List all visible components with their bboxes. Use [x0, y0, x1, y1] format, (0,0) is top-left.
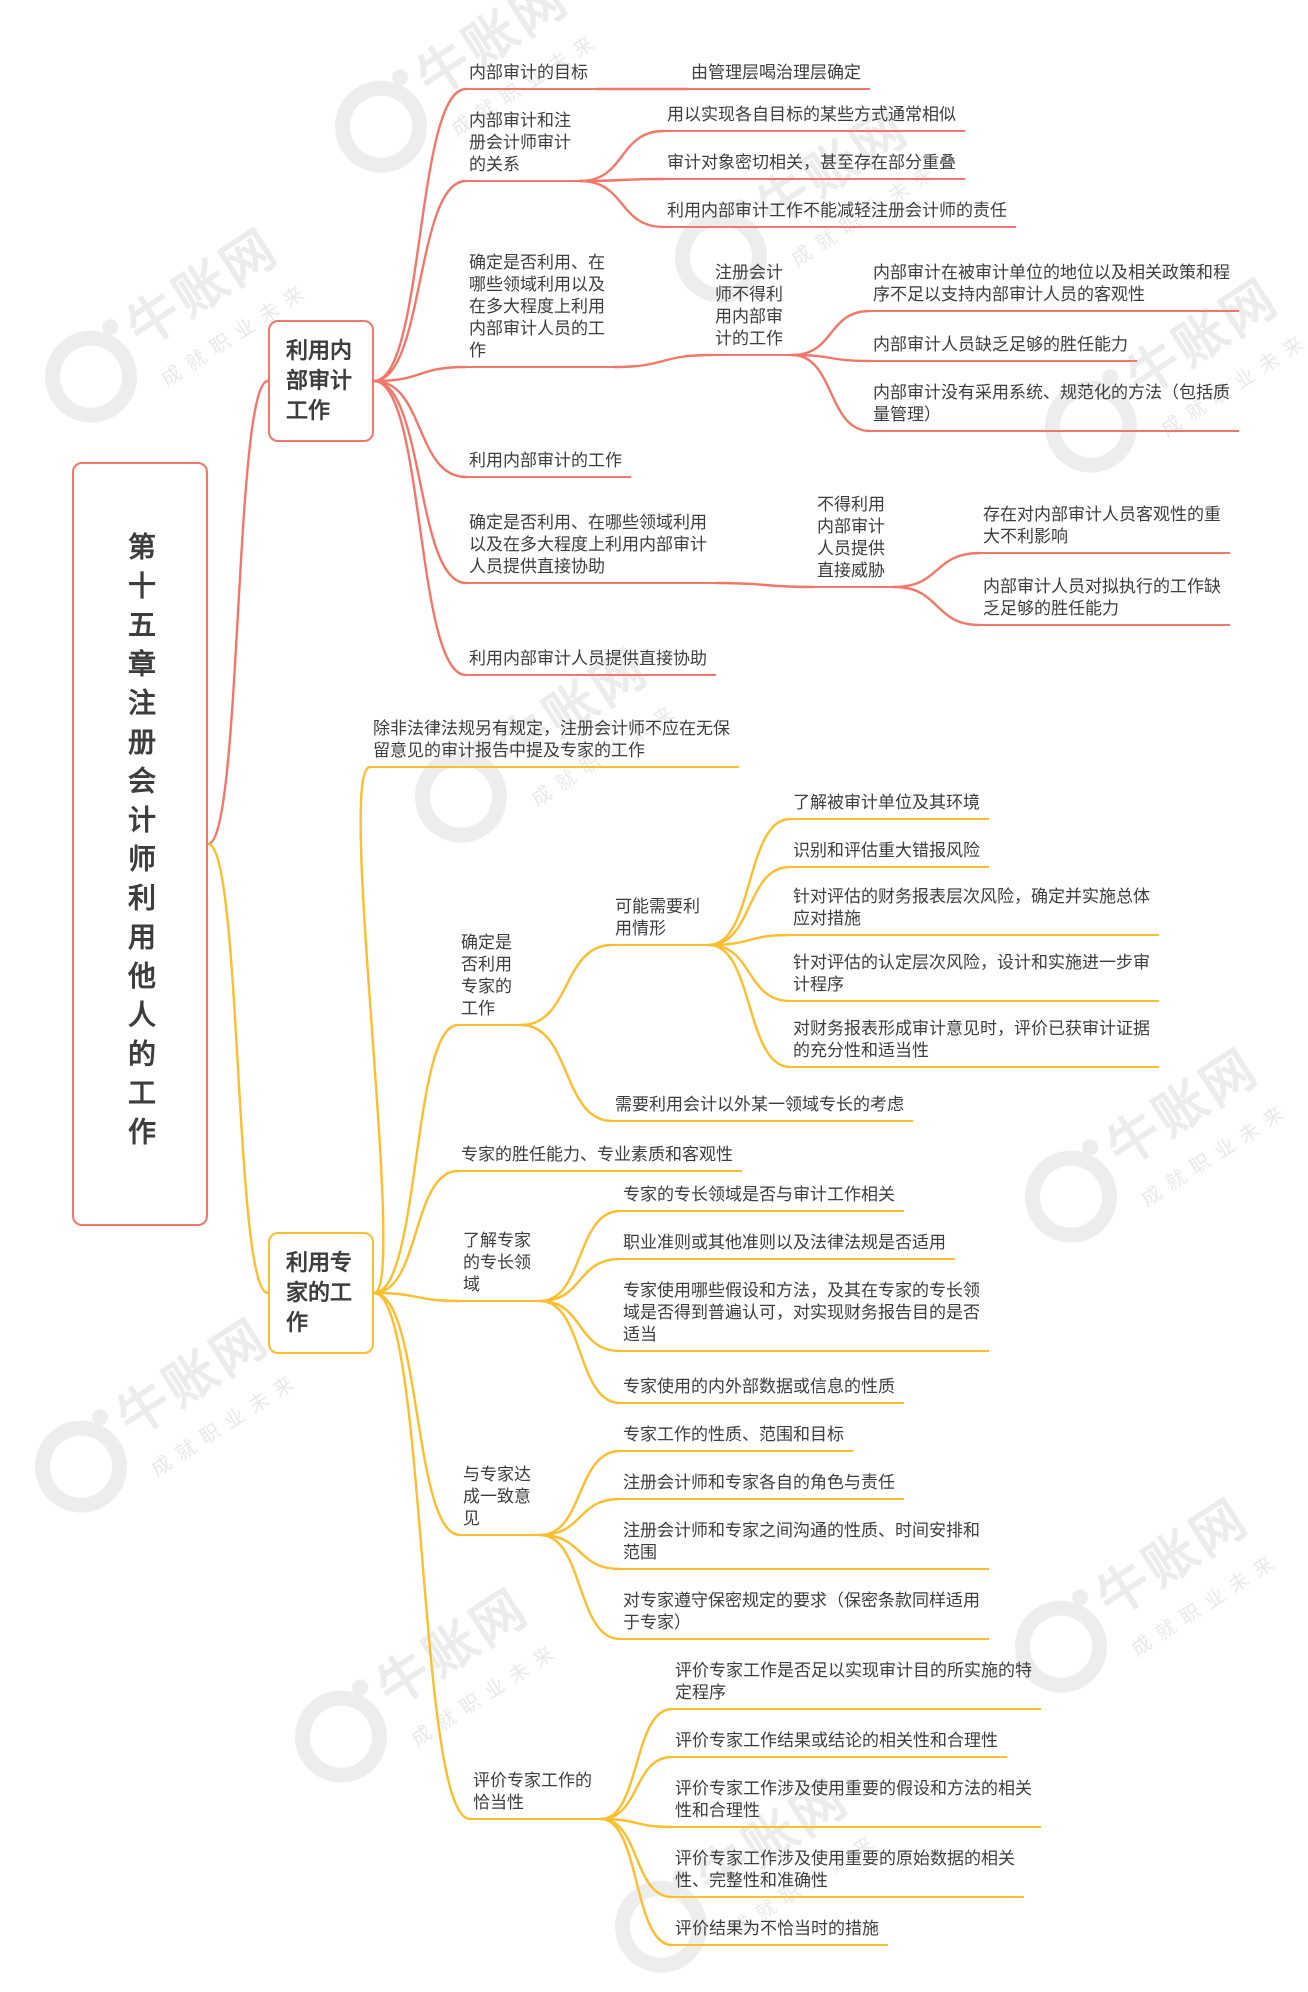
- node-expert-maybe-need[interactable]: 可能需要利用情形: [612, 896, 709, 946]
- node-internal-cannot-assist-item[interactable]: 内部审计人员对拟执行的工作缺乏足够的胜任能力: [980, 576, 1230, 626]
- node-expert-agreement-item[interactable]: 注册会计师和专家各自的角色与责任: [620, 1472, 904, 1500]
- node-expert-maybe-need-item[interactable]: 了解被审计单位及其环境: [790, 792, 989, 820]
- node-expert-maybe-need-item[interactable]: 对财务报表形成审计意见时，评价已获审计证据的充分性和适当性: [790, 1018, 1159, 1068]
- node-internal-determine-assist[interactable]: 确定是否利用、在哪些领域利用以及在多大程度上利用内部审计人员提供直接协助: [466, 512, 716, 584]
- node-internal-cannot-assist-item[interactable]: 存在对内部审计人员客观性的重大不利影响: [980, 504, 1230, 554]
- root-title: 第十五章注册会计师利用他人的工作: [125, 532, 156, 1156]
- node-expert-field-item[interactable]: 职业准则或其他准则以及法律法规是否适用: [620, 1232, 955, 1260]
- node-expert-evaluate-item[interactable]: 评价专家工作涉及使用重要的假设和方法的相关性和合理性: [672, 1778, 1041, 1828]
- node-expert-maybe-need-item[interactable]: 识别和评估重大错报风险: [790, 840, 989, 868]
- node-internal-use-work[interactable]: 利用内部审计的工作: [466, 450, 631, 478]
- node-expert-evaluate-item[interactable]: 评价专家工作是否足以实现审计目的所实施的特定程序: [672, 1660, 1041, 1710]
- node-expert-agreement-item[interactable]: 专家工作的性质、范围和目标: [620, 1424, 853, 1452]
- node-internal-box[interactable]: 利用内部审计工作: [268, 320, 374, 442]
- node-internal-cannot-use-item[interactable]: 内部审计在被审计单位的地位以及相关政策和程序不足以支持内部审计人员的客观性: [870, 262, 1239, 312]
- node-internal-cannot-use-item[interactable]: 内部审计人员缺乏足够的胜任能力: [870, 334, 1137, 362]
- node-expert-competence[interactable]: 专家的胜任能力、专业素质和客观性: [458, 1144, 742, 1172]
- node-expert-box[interactable]: 利用专家的工作: [268, 1232, 374, 1354]
- node-internal-cannot-use[interactable]: 注册会计师不得利用内部审计的工作: [712, 262, 792, 356]
- node-internal-cannot-use-item[interactable]: 内部审计没有采用系统、规范化的方法（包括质量管理）: [870, 382, 1239, 432]
- node-expert-field-item[interactable]: 专家使用的内外部数据或信息的性质: [620, 1376, 904, 1404]
- node-internal-relationship-item[interactable]: 利用内部审计工作不能减轻注册会计师的责任: [664, 200, 1016, 228]
- node-internal-relationship[interactable]: 内部审计和注册会计师审计的关系: [466, 110, 580, 182]
- node-expert-field-item[interactable]: 专家的专长领域是否与审计工作相关: [620, 1184, 904, 1212]
- node-expert-evaluate-item[interactable]: 评价结果为不恰当时的措施: [672, 1918, 888, 1946]
- node-expert-need-consider[interactable]: 需要利用会计以外某一领域专长的考虑: [612, 1094, 913, 1122]
- node-internal-cannot-assist[interactable]: 不得利用内部审计人员提供直接威胁: [814, 494, 894, 588]
- node-internal-goal[interactable]: 内部审计的目标: [466, 62, 597, 90]
- node-internal-relationship-item[interactable]: 用以实现各自目标的某些方式通常相似: [664, 104, 965, 132]
- node-expert-field[interactable]: 了解专家的专长领域: [460, 1230, 540, 1302]
- node-internal-determine-work[interactable]: 确定是否利用、在哪些领域利用以及在多大程度上利用内部审计人员的工作: [466, 252, 614, 368]
- node-expert-decide[interactable]: 确定是否利用专家的工作: [458, 932, 521, 1026]
- node-internal-use-assist[interactable]: 利用内部审计人员提供直接协助: [466, 648, 716, 676]
- node-expert-maybe-need-item[interactable]: 针对评估的认定层次风险，设计和实施进一步审计程序: [790, 952, 1159, 1002]
- node-expert-agreement-item[interactable]: 对专家遵守保密规定的要求（保密条款同样适用于专家）: [620, 1590, 989, 1640]
- node-expert-agreement-item[interactable]: 注册会计师和专家之间沟通的性质、时间安排和范围: [620, 1520, 989, 1570]
- node-internal-relationship-item[interactable]: 审计对象密切相关，甚至存在部分重叠: [664, 152, 965, 180]
- node-root[interactable]: 第十五章注册会计师利用他人的工作: [72, 462, 208, 1226]
- node-expert-disclaimer[interactable]: 除非法律法规另有规定，注册会计师不应在无保留意见的审计报告中提及专家的工作: [370, 718, 739, 768]
- node-expert-evaluate-item[interactable]: 评价专家工作结果或结论的相关性和合理性: [672, 1730, 1007, 1758]
- node-expert-field-item[interactable]: 专家使用哪些假设和方法，及其在专家的专长领域是否得到普遍认可，对实现财务报告目的…: [620, 1280, 989, 1352]
- node-expert-evaluate-item[interactable]: 评价专家工作涉及使用重要的原始数据的相关性、完整性和准确性: [672, 1848, 1024, 1898]
- node-expert-maybe-need-item[interactable]: 针对评估的财务报表层次风险，确定并实施总体应对措施: [790, 886, 1159, 936]
- node-expert-evaluate[interactable]: 评价专家工作的恰当性: [470, 1770, 601, 1820]
- node-internal-goal-child[interactable]: 由管理层喝治理层确定: [688, 62, 870, 90]
- node-expert-agreement[interactable]: 与专家达成一致意见: [460, 1464, 540, 1536]
